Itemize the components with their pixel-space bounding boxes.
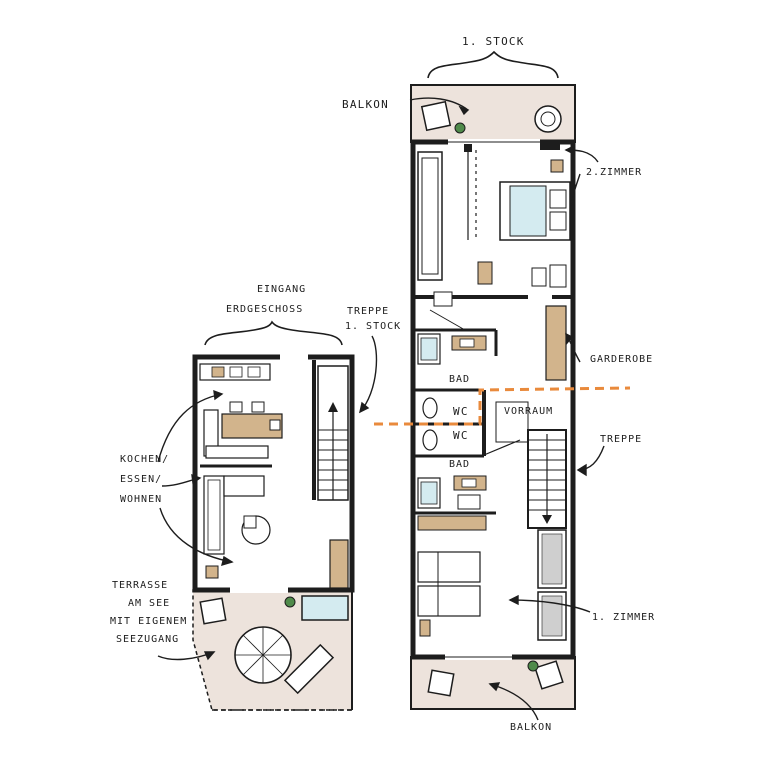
label-bath-upper: BAD (449, 374, 471, 385)
staircase (527, 429, 567, 529)
label-living-3: WOHNEN (120, 494, 163, 505)
label-living-1: KOCHEN/ (120, 454, 170, 465)
label-terrace-1: TERRASSE (112, 580, 169, 591)
beds-room-1 (417, 551, 481, 637)
label-entrance: EINGANG (257, 284, 307, 295)
balcony-bottom-furniture (427, 660, 564, 697)
label-stairs: TREPPE (600, 434, 643, 445)
ground-floor-brace (204, 320, 343, 346)
section-line (374, 386, 631, 426)
sofa-room-2 (417, 151, 443, 281)
label-balcony-bottom: BALKON (510, 722, 553, 733)
label-wardrobe: GARDEROBE (590, 354, 654, 365)
label-terrace-4: SEEZUGANG (116, 634, 180, 645)
ground-floor (192, 354, 355, 711)
label-bath-lower: BAD (449, 459, 471, 470)
label-room-1: 1. ZIMMER (592, 612, 656, 623)
balcony-top-furniture (420, 100, 562, 134)
kitchen-counter (199, 363, 271, 381)
upper-floor-brace (427, 50, 559, 79)
terrace-furniture (199, 595, 349, 695)
bed-room-2 (499, 159, 571, 241)
plant-icon (454, 122, 466, 134)
label-hallway: VORRAUM (504, 406, 554, 417)
cupboards-room-1 (537, 529, 567, 641)
label-upper-floor: 1. STOCK (462, 35, 525, 48)
label-room-2: 2.ZIMMER (586, 167, 643, 178)
label-wc-lower: WC (453, 429, 469, 442)
label-balcony-top: BALKON (342, 98, 389, 111)
dining-table (203, 401, 283, 457)
label-terrace-2: AM SEE (128, 598, 171, 609)
annotation-arrows (157, 97, 605, 721)
label-ground-floor: ERDGESCHOSS (226, 304, 304, 315)
label-wc-upper: WC (453, 405, 469, 418)
label-terrace-3: MIT EIGENEM (110, 616, 188, 627)
bath-upper (413, 328, 498, 365)
label-living-2: ESSEN/ (120, 474, 163, 485)
bath-lower (413, 454, 496, 515)
wardrobe (545, 305, 567, 381)
ground-staircase (317, 365, 349, 501)
upper-floor (374, 84, 631, 710)
sofa-living (203, 475, 265, 555)
label-stairs-up-2: 1. STOCK (345, 321, 402, 332)
label-stairs-up-1: TREPPE (347, 306, 390, 317)
